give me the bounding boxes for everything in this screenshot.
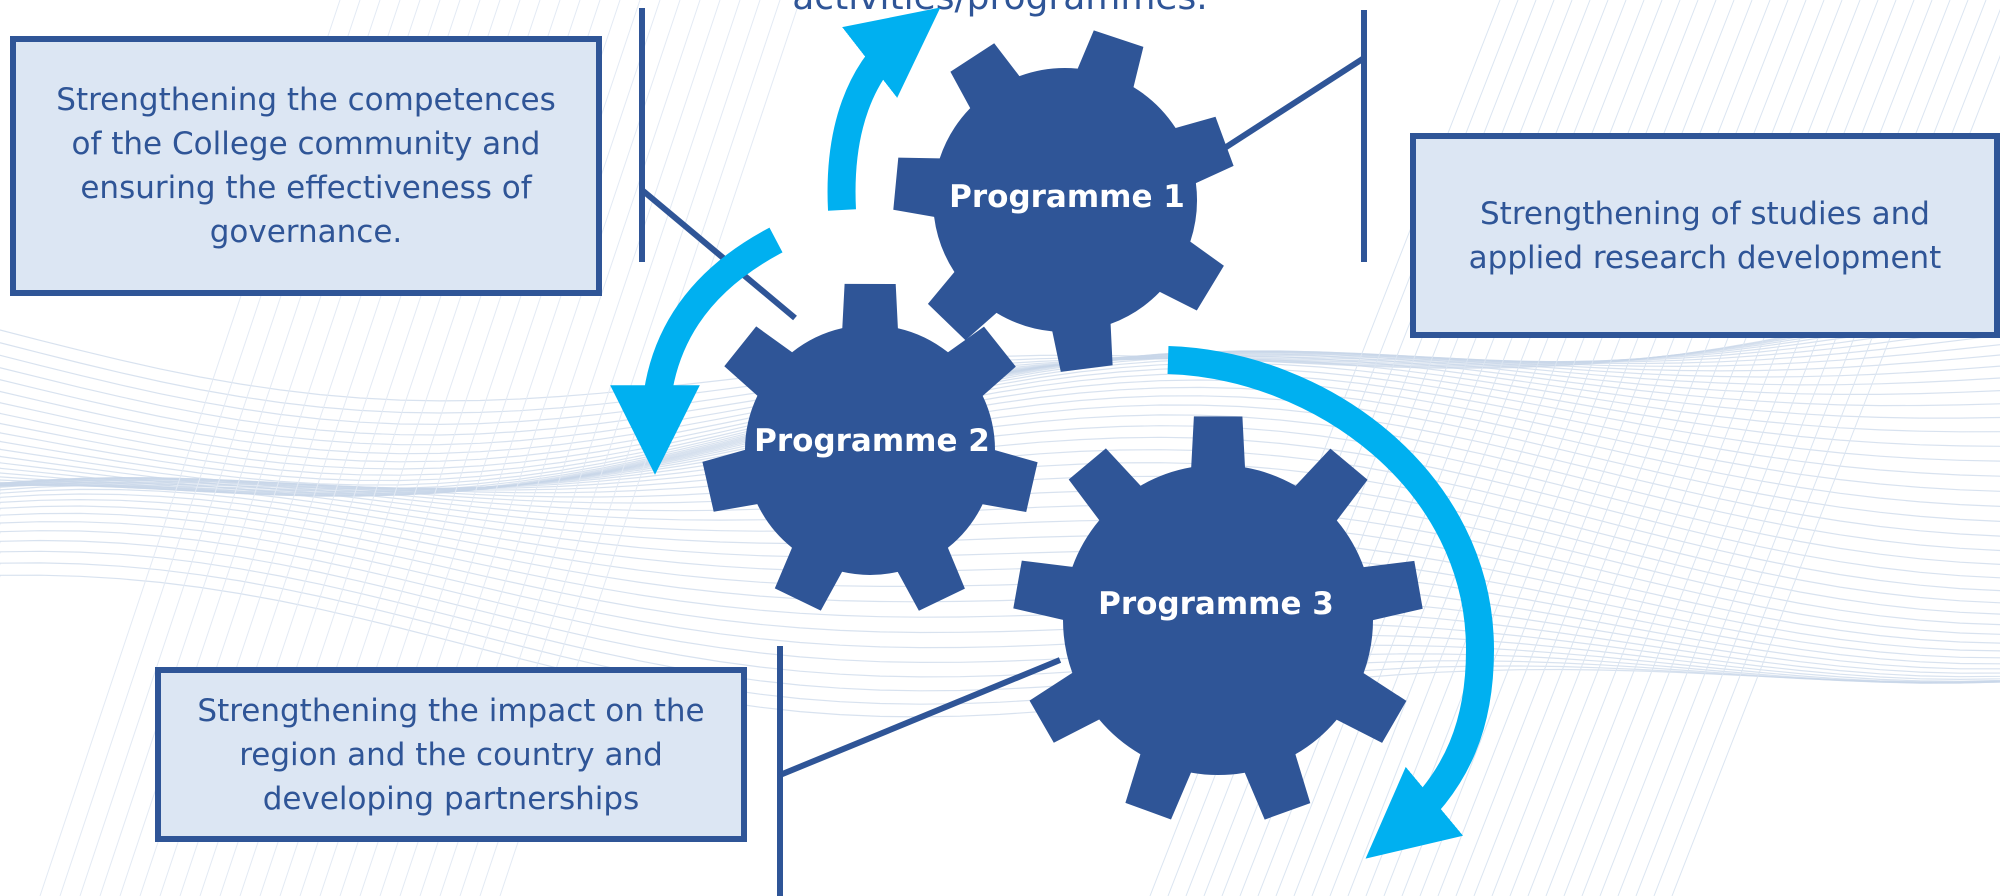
gear-label-programme-2: Programme 2 [754, 423, 990, 459]
gear-icon [702, 283, 1038, 611]
arrow-programme-3-cycle [1167, 346, 1495, 859]
wave-line [0, 485, 2000, 659]
wave-line [0, 367, 2000, 496]
wave-line [0, 505, 2000, 678]
gear-label-programme-1: Programme 1 [949, 179, 1185, 215]
connector-programme-1 [639, 8, 797, 321]
arrow-programme-1-cycle [827, 7, 941, 211]
wave-line [0, 479, 2000, 644]
gear-label-programme-3: Programme 3 [1098, 586, 1334, 622]
callout-text-programme-3: Strengthening the impact on the region a… [197, 692, 705, 817]
connector-programme-2 [1201, 10, 1367, 262]
callout-box-programme-2: Strengthening of studies and applied res… [1410, 133, 2000, 338]
gear-programme-1: Programme 1 [893, 30, 1234, 372]
wave-line [0, 530, 2000, 684]
wave-line [0, 386, 2000, 508]
callout-box-programme-3: Strengthening the impact on the region a… [155, 667, 747, 842]
wave-line [0, 498, 2000, 674]
gear-icon [1013, 416, 1423, 820]
gear-programme-3: Programme 3 [1013, 416, 1423, 820]
callout-box-programme-1: Strengthening the competences of the Col… [10, 36, 602, 296]
wave-line [0, 404, 2000, 537]
wave-line [0, 372, 2000, 495]
gear-icon [893, 30, 1234, 372]
wave-line [0, 481, 2000, 652]
connector-programme-3 [777, 646, 1062, 896]
wave-line [0, 562, 2000, 705]
arrow-programme-2-cycle [610, 227, 783, 475]
wave-line [0, 550, 2000, 692]
callout-text-programme-1: Strengthening the competences of the Col… [56, 82, 556, 250]
wave-line [0, 488, 2000, 665]
wave-line [0, 574, 2000, 718]
wave-line [0, 521, 2000, 682]
wave-line [0, 478, 2000, 635]
wave-line [0, 493, 2000, 670]
wave-line [0, 362, 2000, 497]
wave-line [0, 539, 2000, 684]
gear-programme-2: Programme 2 [702, 283, 1038, 611]
callout-text-programme-2: Strengthening of studies and applied res… [1468, 195, 1942, 276]
